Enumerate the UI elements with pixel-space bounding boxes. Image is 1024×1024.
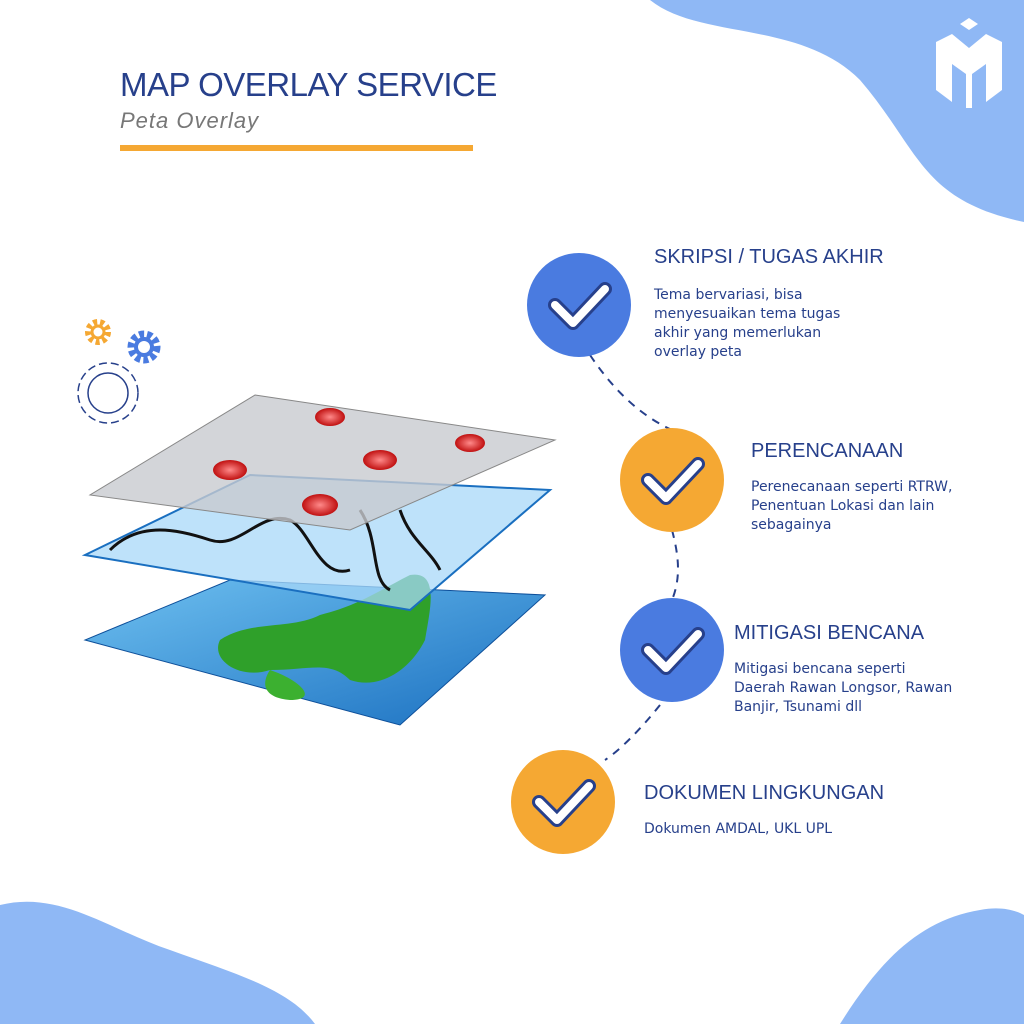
map-layers-illustration — [81, 394, 557, 726]
item-3-desc: Mitigasi bencana seperti Daerah Rawan Lo… — [734, 661, 953, 715]
item-2-check-circle — [620, 428, 724, 532]
item-4-title: DOKUMEN LINGKUNGAN — [644, 782, 885, 804]
blob-bottom-right — [840, 908, 1024, 1024]
gears-icon — [77, 319, 161, 424]
blob-top-right — [650, 0, 1024, 222]
item-3-title: MITIGASI BENCANA — [734, 622, 925, 644]
pin-marker — [363, 450, 397, 470]
item-1-title: SKRIPSI / TUGAS AKHIR — [654, 246, 884, 268]
check-icon — [548, 282, 612, 330]
item-2-title: PERENCANAAN — [751, 440, 904, 462]
logo-icon — [936, 18, 1002, 108]
item-4-desc: Dokumen AMDAL, UKL UPL — [644, 821, 833, 837]
blob-bottom-left — [0, 901, 315, 1024]
pin-marker — [315, 408, 345, 426]
item-2-desc: Perenecanaan seperti RTRW, Penentuan Lok… — [751, 479, 953, 533]
pin-marker — [455, 434, 485, 452]
item-4-check-circle — [511, 750, 615, 854]
top-gray-layer — [88, 394, 557, 531]
timeline-dashed-line — [589, 354, 679, 761]
page-title: MAP OVERLAY SERVICE — [120, 66, 497, 103]
pin-marker — [213, 460, 247, 480]
item-1-desc: Tema bervariasi, bisa menyesuaikan tema … — [654, 287, 841, 360]
title-underline — [120, 145, 473, 151]
check-icon — [532, 779, 596, 827]
item-3-check-circle — [620, 598, 724, 702]
check-icon — [641, 457, 705, 505]
page-subtitle: Peta Overlay — [120, 108, 260, 133]
pin-marker — [302, 494, 338, 516]
check-icon — [641, 627, 705, 675]
item-1-check-circle — [527, 253, 631, 357]
